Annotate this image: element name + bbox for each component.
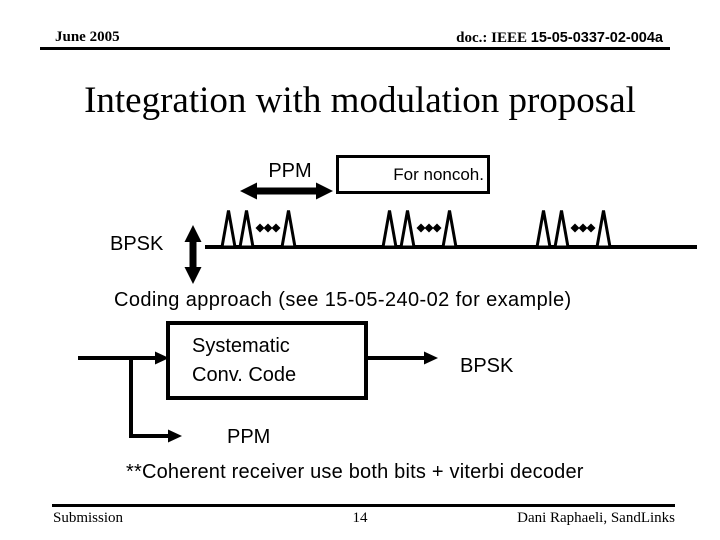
footer-author: Dani Raphaeli, SandLinks bbox=[517, 510, 675, 526]
coherent-receiver-note: **Coherent receiver use both bits + vite… bbox=[126, 461, 584, 483]
bpsk-amplitude-double-arrow bbox=[184, 225, 202, 284]
header-doc-number: 15-05-0337-02-004a bbox=[530, 30, 663, 46]
pulse-group bbox=[535, 210, 612, 249]
encoder-label-line2: Conv. Code bbox=[192, 363, 297, 386]
header-doc-prefix: doc.: IEEE bbox=[456, 30, 531, 46]
ppm-label-output: PPM bbox=[227, 426, 271, 448]
ppm-branch-line bbox=[129, 358, 169, 438]
pulse-group bbox=[220, 210, 297, 249]
ppm-span-double-arrow bbox=[240, 182, 333, 200]
ppm-branch-arrowhead bbox=[168, 429, 182, 443]
for-noncoh-label: For noncoh. bbox=[393, 164, 484, 184]
header-rule bbox=[40, 47, 670, 50]
header-date: June 2005 bbox=[55, 29, 120, 45]
pulse-group bbox=[381, 210, 458, 249]
coding-approach-text: Coding approach (see 15-05-240-02 for ex… bbox=[114, 289, 572, 311]
footer-rule bbox=[52, 504, 675, 507]
encoder-input-arrow bbox=[78, 351, 169, 365]
footer-page-number: 14 bbox=[352, 510, 368, 526]
header-doc: doc.: IEEE 15-05-0337-02-004a bbox=[456, 29, 663, 47]
ppm-label-top: PPM bbox=[268, 160, 312, 182]
bpsk-label-waveform: BPSK bbox=[110, 233, 164, 255]
footer-submission: Submission bbox=[53, 510, 124, 526]
encoder-box: Systematic Conv. Code bbox=[166, 321, 368, 400]
page-title: Integration with modulation proposal bbox=[84, 80, 636, 121]
for-noncoh-box: For noncoh. bbox=[336, 155, 490, 194]
bpsk-label-output: BPSK bbox=[460, 355, 514, 377]
encoder-label-line1: Systematic bbox=[192, 334, 290, 357]
